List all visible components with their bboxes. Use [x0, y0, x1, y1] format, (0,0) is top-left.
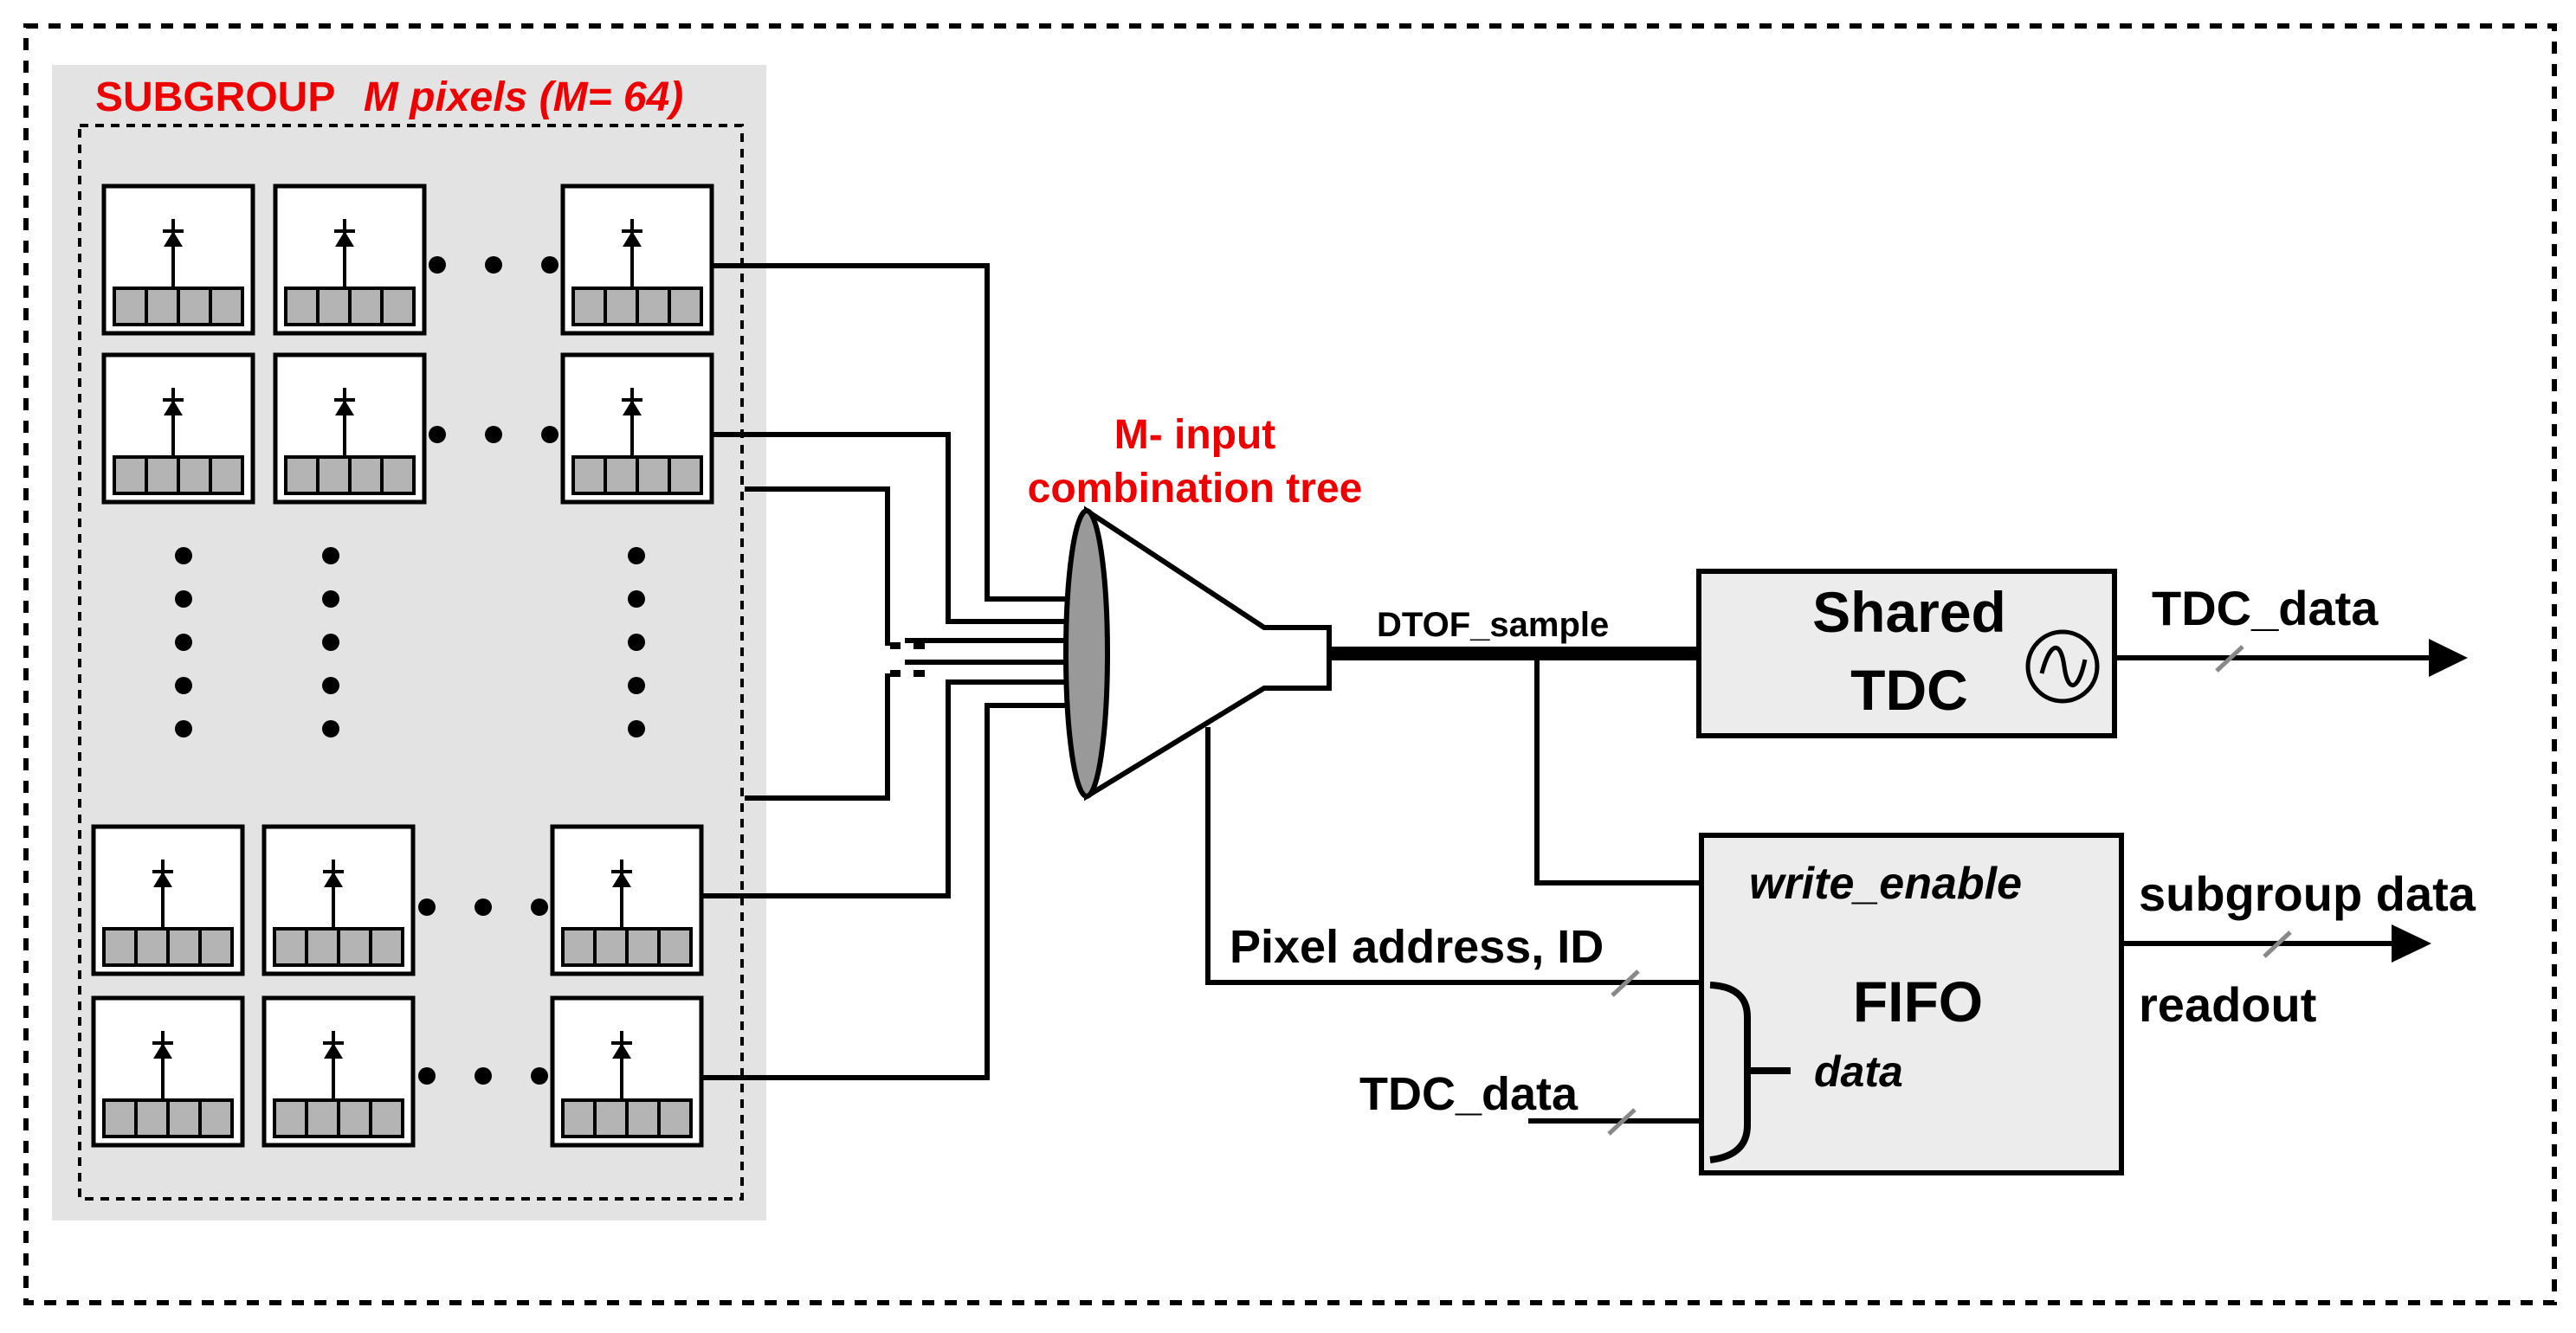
wire-row-6 — [703, 703, 1082, 1080]
pixel-cell — [550, 995, 704, 1148]
wire-row-1 — [712, 263, 1082, 602]
tree-input-lens — [1063, 508, 1110, 799]
ellipsis-dot — [429, 426, 446, 443]
pixel-cell — [560, 184, 714, 336]
ellipsis-dot — [531, 1067, 548, 1085]
fifo-write-enable-label: write_enable — [1749, 859, 2022, 909]
tdc-data-out-bus-tick — [2215, 645, 2244, 673]
ellipsis-dot — [541, 256, 558, 274]
ellipsis-dot — [531, 898, 548, 916]
ellipsis-dot — [322, 677, 339, 694]
ellipsis-dot — [541, 426, 558, 443]
wire-row-5 — [703, 679, 1082, 898]
ellipsis-dot — [485, 426, 502, 443]
ellipsis-dot — [322, 720, 339, 737]
subgroup-data-bus-tick — [2263, 931, 2292, 958]
fifo-title: FIFO — [1853, 969, 1983, 1034]
subgroup-label: SUBGROUP M pixels (M= 64) — [95, 74, 683, 120]
dtof-sample-label: DTOF_sample — [1377, 606, 1609, 644]
photodiode-icon — [622, 219, 642, 288]
pixel-cell — [273, 184, 427, 336]
combination-tree — [1063, 506, 1332, 802]
ellipsis-dot — [175, 590, 192, 608]
photodiode-icon — [334, 219, 355, 288]
pixel-cell — [560, 352, 714, 505]
pixel-cell — [261, 824, 416, 976]
pixel-cell — [101, 184, 255, 336]
photodiode-icon — [611, 1031, 632, 1100]
wire-row-3 — [745, 486, 890, 646]
write-enable-wire — [1534, 654, 1710, 885]
outer-boundary — [23, 23, 2557, 1305]
subgroup-data-label-line1: subgroup data — [2139, 866, 2476, 921]
wire-row-2 — [712, 432, 1082, 624]
fifo-data-label: data — [1814, 1047, 1903, 1096]
ellipsis-dot — [475, 1067, 492, 1085]
ellipsis-dot — [485, 256, 502, 274]
photodiode-icon — [611, 860, 632, 929]
pixel-cell — [101, 352, 255, 505]
subgroup-boundary — [78, 124, 744, 1201]
ellipsis-dot — [628, 590, 645, 608]
ellipsis-dot — [628, 547, 645, 564]
ellipsis-dot — [175, 677, 192, 694]
ellipsis-dot — [175, 547, 192, 564]
photodiode-icon — [323, 1031, 344, 1100]
subgroup-data-arrowhead — [2392, 924, 2431, 963]
ellipsis-dot — [418, 898, 436, 916]
tdc-title-line1: Shared — [1812, 580, 2006, 644]
photodiode-icon — [152, 860, 173, 929]
ellipsis-dot — [175, 720, 192, 737]
photodiode-icon — [163, 219, 184, 288]
pixel-cell — [550, 824, 704, 976]
pixel-cell — [91, 824, 245, 976]
pixel-cell — [273, 352, 427, 505]
ellipsis-dot — [418, 1067, 436, 1085]
tdc-data-out-label: TDC_data — [2152, 581, 2379, 635]
pixel-cell — [91, 995, 245, 1148]
photodiode-icon — [622, 388, 642, 457]
fifo-block — [1699, 833, 2124, 1175]
pixel-cell — [261, 995, 416, 1148]
subgroup-data-label-line2: readout — [2139, 977, 2316, 1032]
pixel-address-wire — [1205, 727, 1701, 985]
pixel-address-bus-tick — [1611, 969, 1640, 997]
photodiode-icon — [163, 388, 184, 457]
pixel-array — [91, 184, 714, 1148]
pixel-address-label: Pixel address, ID — [1230, 921, 1604, 973]
photodiode-icon — [323, 860, 344, 929]
ellipsis-dots — [175, 256, 645, 1085]
ellipsis-dot — [628, 720, 645, 737]
ellipsis-dot — [628, 677, 645, 694]
ellipsis-dot — [322, 634, 339, 651]
tdc-data-out-arrowhead — [2429, 639, 2468, 677]
ellipsis-dot — [175, 634, 192, 651]
photodiode-icon — [334, 388, 355, 457]
tdc-data-in-label: TDC_data — [1359, 1068, 1579, 1120]
oscillator-icon — [2025, 629, 2100, 704]
tree-label-line1: M- input — [1114, 412, 1276, 458]
tree-label-line2: combination tree — [1028, 466, 1363, 512]
ellipsis-dot — [628, 634, 645, 651]
ellipsis-dot — [322, 590, 339, 608]
ellipsis-dot — [429, 256, 446, 274]
tdc-title-line2: TDC — [1850, 658, 1968, 722]
photodiode-icon — [152, 1031, 173, 1100]
bus-ellipsis — [890, 642, 925, 677]
tdc-data-in-bus-tick — [1607, 1108, 1637, 1136]
ellipsis-dot — [475, 898, 492, 916]
wire-row-4 — [745, 673, 890, 801]
pixel-routing-wires — [703, 263, 1082, 1080]
ellipsis-dot — [322, 547, 339, 564]
